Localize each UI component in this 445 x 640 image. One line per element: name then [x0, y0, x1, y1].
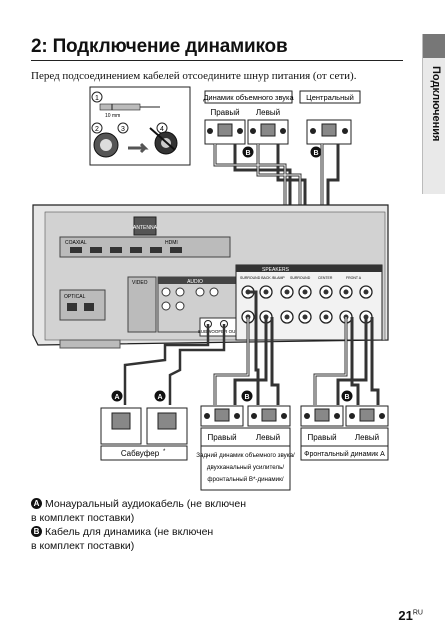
badge-a-right-text: A — [157, 394, 162, 401]
page-number-value: 21 — [398, 608, 413, 623]
note-a-badge: A — [31, 498, 42, 509]
speakers-label: SPEAKERS — [262, 267, 290, 273]
subwoofer-label: Сабвуфер — [121, 449, 160, 458]
video-label: VIDEO — [132, 280, 148, 286]
badge-a-right — [154, 390, 166, 402]
step-2-number: 2 — [95, 126, 99, 133]
page-number-suffix: RU — [412, 609, 423, 617]
receiver-back-panel: ANTENNA COAXIAL HDMI OPTICAL VIDEO AUDIO… — [32, 204, 389, 346]
center-speaker-group: Центральный — [299, 90, 361, 145]
surround-speaker-group: Динамик объемного звука Правый Левый — [203, 90, 294, 145]
front-speaker-label: Фронтальный динамик A — [304, 450, 385, 458]
badge-a-left-text: A — [114, 394, 119, 401]
intro-text: Перед подсоединением кабелей отсоедините… — [31, 70, 357, 82]
side-tab — [422, 34, 445, 194]
badge-b-bottom-left — [241, 390, 253, 402]
center-terminal-label: CENTER — [318, 276, 333, 280]
step-4-number: 4 — [160, 126, 164, 133]
surround-terminal-label: SURROUND — [290, 276, 311, 280]
rear-label-line-1: Задний динамик объемного звука/ — [196, 452, 295, 459]
front-left-label: Левый — [355, 433, 379, 442]
page-number: 21RU — [398, 608, 423, 623]
arrow-icon — [128, 142, 149, 154]
side-tab-marker — [423, 34, 445, 58]
subwoofer-group: Сабвуфер * — [100, 407, 188, 461]
rear-left-label: Левый — [256, 433, 280, 442]
surround-right-label: Правый — [210, 108, 239, 117]
badge-b-bottom-right — [341, 390, 353, 402]
badge-b-top-left-text: B — [245, 150, 250, 157]
rear-label-line-3: фронтальный B*-динамик/ — [207, 476, 283, 483]
front-right-label: Правый — [307, 433, 336, 442]
antenna-label: ANTENNA — [133, 225, 158, 231]
step-1-number: 1 — [95, 95, 99, 102]
rear-label-line-2: двухканальный усилитель/ — [207, 464, 284, 471]
subwoofer-cables — [123, 324, 226, 405]
optical-label: OPTICAL — [64, 294, 86, 300]
badge-a-left — [111, 390, 123, 402]
coaxial-label: COAXIAL — [65, 240, 87, 246]
badge-b-top-right-text: B — [313, 150, 318, 157]
badge-b-bottom-left-text: B — [244, 394, 249, 401]
surround-back-label: SURROUND BACK /BI-AMP — [240, 276, 285, 280]
center-speaker-header: Центральный — [306, 93, 354, 102]
note-b-line-1: Кабель для динамика (не включен — [45, 526, 214, 538]
title-rule — [31, 60, 403, 61]
subwoofer-mark: * — [163, 449, 166, 455]
speaker-terminals — [241, 285, 373, 324]
rear-speaker-group: Правый Левый Задний динамик объемного зв… — [196, 405, 295, 491]
strip-length-label: 10 mm — [105, 113, 120, 119]
cable-prep-inset: 1 10 mm 2 3 4 — [89, 86, 191, 166]
subwoofer-out-label: SUBWOOFER OUT — [198, 329, 239, 334]
page-title: 2: Подключение динамиков — [31, 36, 288, 57]
hdmi-label: HDMI — [165, 240, 178, 246]
surround-speaker-header: Динамик объемного звука — [203, 93, 294, 102]
note-a-line-1: Монауральный аудиокабель (не включен — [45, 498, 247, 510]
step-3-number: 3 — [121, 126, 125, 133]
badge-b-top-left — [242, 146, 254, 158]
rear-right-label: Правый — [207, 433, 236, 442]
surround-left-label: Левый — [256, 108, 280, 117]
note-b-line-2: в комплект поставки) — [31, 540, 135, 552]
badge-b-bottom-right-text: B — [344, 394, 349, 401]
front-speaker-group: Правый Левый Фронтальный динамик A — [300, 405, 389, 461]
audio-label: AUDIO — [187, 279, 203, 285]
badge-b-top-right — [310, 146, 322, 158]
side-tab-label: Подключения — [430, 66, 442, 142]
note-a-line-2: в комплект поставки) — [31, 512, 135, 524]
note-b-badge: B — [31, 526, 42, 537]
front-a-terminal-label: FRONT A — [346, 276, 362, 280]
